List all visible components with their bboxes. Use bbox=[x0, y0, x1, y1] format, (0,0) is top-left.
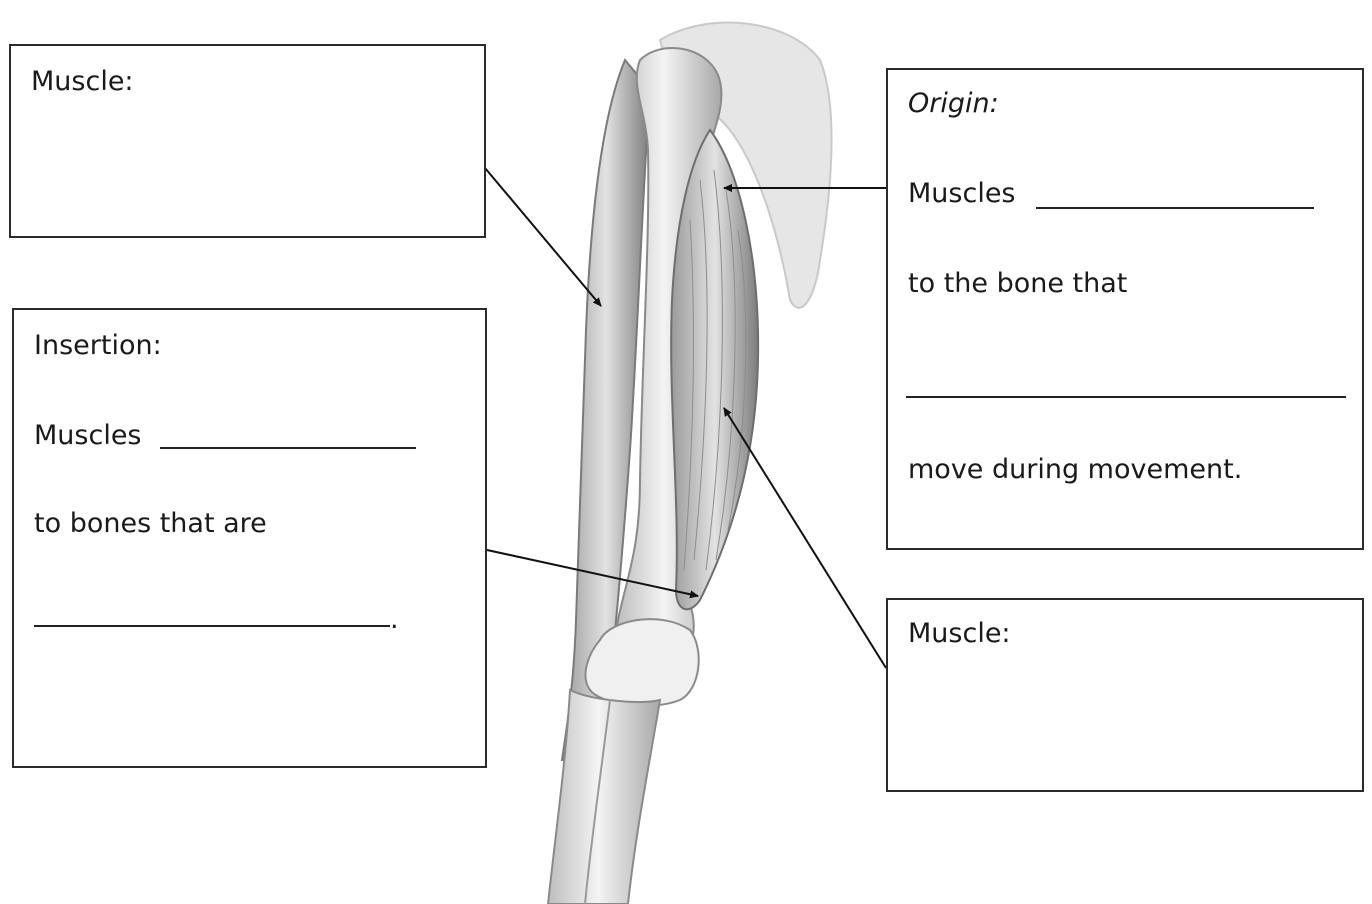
upper-arm-illustration bbox=[548, 23, 832, 904]
muscle-box-top: Muscle: bbox=[9, 44, 486, 238]
muscle-box-bottom: Muscle: bbox=[886, 598, 1364, 792]
origin-blank-1[interactable] bbox=[1036, 207, 1314, 209]
insertion-muscles-text: Muscles bbox=[34, 422, 142, 449]
insertion-blank-1[interactable] bbox=[160, 447, 416, 449]
insertion-box: Insertion: Muscles to bones that are . bbox=[12, 308, 487, 768]
muscle-label: Muscle: bbox=[31, 68, 134, 95]
origin-blank-2[interactable] bbox=[906, 396, 1346, 398]
origin-muscles-text: Muscles bbox=[908, 180, 1016, 207]
insertion-title: Insertion: bbox=[34, 332, 162, 359]
insertion-bones-text: to bones that are bbox=[34, 510, 267, 537]
origin-title: Origin: bbox=[908, 90, 999, 117]
arrow-muscle-top bbox=[485, 168, 601, 306]
insertion-blank-2[interactable] bbox=[34, 625, 390, 627]
origin-move-text: move during movement. bbox=[908, 456, 1242, 483]
origin-box: Origin: Muscles to the bone that move du… bbox=[886, 68, 1364, 550]
muscle-label: Muscle: bbox=[908, 620, 1011, 647]
arrow-muscle-bottom bbox=[724, 408, 886, 668]
origin-bone-text: to the bone that bbox=[908, 270, 1127, 297]
insertion-period: . bbox=[390, 606, 399, 633]
